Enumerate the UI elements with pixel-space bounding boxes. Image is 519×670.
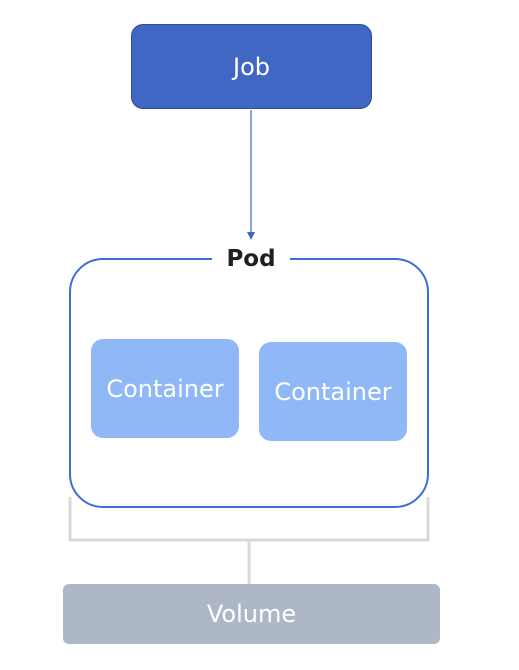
container-label-1: Container: [106, 374, 224, 403]
volume-box: Volume: [63, 584, 440, 644]
container-box-1: Container: [91, 339, 239, 438]
container-label-2: Container: [274, 377, 392, 406]
job-box: Job: [131, 24, 372, 109]
arrow-head: [247, 232, 255, 240]
volume-label: Volume: [206, 600, 297, 628]
container-box-2: Container: [259, 342, 407, 441]
job-label: Job: [233, 52, 270, 81]
pod-label: Pod: [212, 242, 290, 276]
